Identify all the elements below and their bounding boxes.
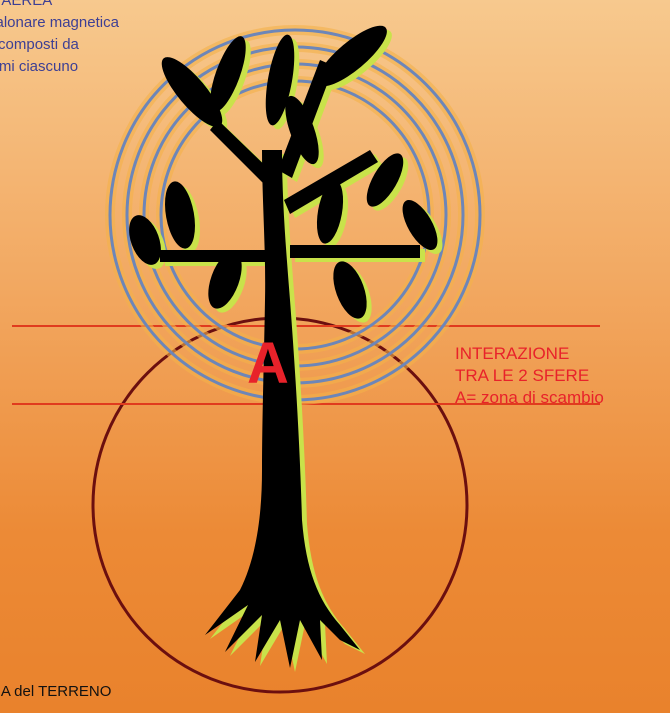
caption-line-4: ammi ciascuno bbox=[0, 56, 119, 78]
exchange-zone-letter: A bbox=[247, 331, 289, 396]
caption-line-1: RA AEREA bbox=[0, 0, 119, 12]
caption-line-3: ati composti da bbox=[0, 34, 119, 56]
aerial-sphere-caption: RA AEREA ra alonare magnetica ati compos… bbox=[0, 0, 119, 78]
interaction-label: INTERAZIONE TRA LE 2 SFERE A= zona di sc… bbox=[455, 343, 604, 409]
interaction-line-1: INTERAZIONE bbox=[455, 343, 604, 365]
interaction-line-2: TRA LE 2 SFERE bbox=[455, 365, 604, 387]
ground-sphere-label: ERA del TERRENO bbox=[0, 681, 111, 703]
interaction-line-3: A= zona di scambio bbox=[455, 387, 604, 409]
caption-line-2: ra alonare magnetica bbox=[0, 12, 119, 34]
